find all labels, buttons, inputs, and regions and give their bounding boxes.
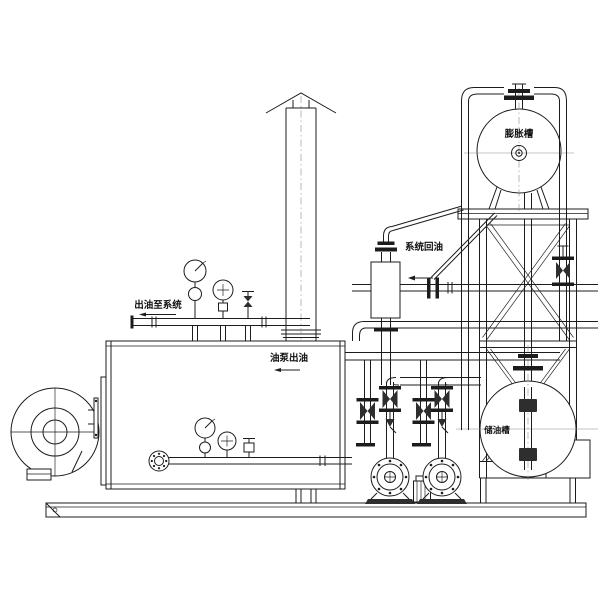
gate-valve-3 [412, 398, 435, 424]
expansion-drain-pipe [524, 219, 532, 352]
top-outlet-pipe: 出油至系统 [130, 259, 310, 341]
boiler-front-plate [100, 376, 107, 486]
expansion-tank: 膨胀槽 [464, 83, 574, 214]
label-outlet-to-system: 出油至系统 [134, 299, 182, 311]
lower-manifold [148, 417, 352, 472]
gate-valve-1 [356, 398, 379, 424]
gate-valve-4 [431, 386, 453, 434]
label-expansion-tank: 膨胀槽 [504, 128, 534, 140]
label-storage-tank: 储油槽 [483, 425, 510, 435]
base-skid [45, 489, 587, 518]
thermometer-top [212, 279, 234, 319]
oil-gas-separator: 系统回油 [370, 226, 443, 385]
vent-valve-top [242, 291, 254, 319]
pressure-gauge-lower [194, 417, 216, 458]
thermometer-lower [217, 431, 237, 458]
pump-outlet-note: 油泵出油 [270, 352, 308, 372]
flange-on-run-a [427, 277, 431, 299]
label-pump-outlet: 油泵出油 [270, 352, 308, 364]
frame-valve [552, 245, 574, 286]
boiler-body [105, 340, 346, 490]
pressure-gauge-top [183, 259, 207, 319]
chimney [265, 92, 337, 341]
flow-arrow-outlet [139, 312, 176, 317]
gate-valve-2 [379, 386, 401, 434]
burner-fan [10, 376, 107, 486]
drain-valve-lower [243, 438, 255, 458]
label-system-return: 系统回油 [405, 241, 443, 253]
storage-tank: 储油槽 [456, 345, 598, 480]
circulation-pump-1 [365, 457, 415, 504]
tank-saddle-legs [488, 186, 550, 210]
chimney-rain-cap [265, 92, 337, 114]
chimney-cap-posts [292, 100, 310, 108]
circulation-pump-2 [417, 457, 467, 504]
